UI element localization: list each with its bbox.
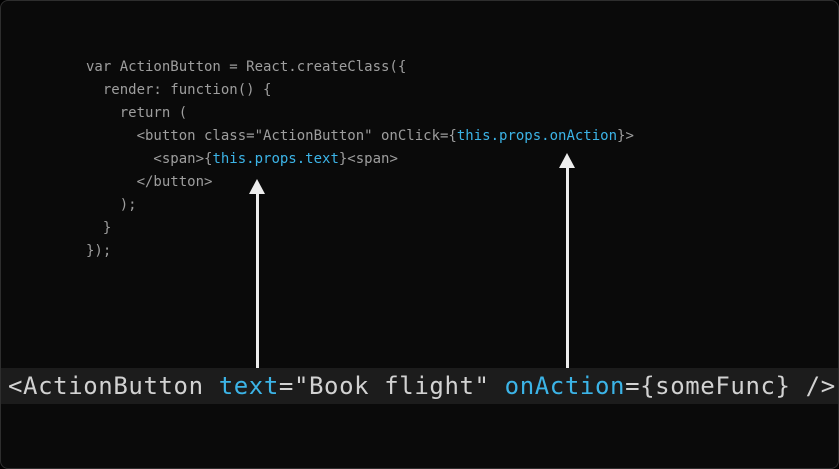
usage-bar: <ActionButton text="Book flight" onActio… (1, 368, 838, 404)
code-block: var ActionButton = React.createClass({ r… (86, 56, 634, 263)
arrow-shaft (255, 192, 259, 368)
code-token: } (86, 220, 112, 236)
code-token: }> (617, 128, 634, 144)
arrow-head-icon (559, 153, 575, 168)
highlighted-token: this.props.onAction (456, 128, 618, 144)
code-token: }<span> (338, 151, 398, 167)
code-token: ={someFunc} /> (625, 372, 836, 400)
arrow-to-text-prop-icon (249, 179, 265, 368)
code-token: var ActionButton = React.createClass({ (86, 59, 407, 75)
code-line: ); (86, 194, 634, 217)
code-line: <button class="ActionButton" onClick={th… (86, 125, 634, 148)
code-line: var ActionButton = React.createClass({ (86, 56, 634, 79)
code-line: render: function() { (86, 79, 634, 102)
arrow-head-icon (249, 179, 265, 194)
code-token: ="Book flight" (278, 372, 505, 400)
highlighted-token: text (218, 372, 279, 400)
code-line: }); (86, 240, 634, 263)
code-token: <ActionButton (8, 372, 219, 400)
code-token: }); (86, 243, 112, 259)
code-line: </button> (86, 171, 634, 194)
highlighted-token: onAction (504, 372, 626, 400)
code-token: </button> (86, 174, 213, 190)
code-token: ); (86, 197, 137, 213)
code-token: <span>{ (86, 151, 213, 167)
arrow-to-onaction-prop-icon (559, 153, 575, 368)
arrow-shaft (565, 166, 569, 368)
code-token: <button class="ActionButton" onClick={ (86, 128, 457, 144)
code-line: } (86, 217, 634, 240)
usage-line: <ActionButton text="Book flight" onActio… (1, 372, 836, 400)
code-line: return ( (86, 102, 634, 125)
code-line: <span>{this.props.text}<span> (86, 148, 634, 171)
code-token: render: function() { (86, 82, 272, 98)
code-token: return ( (86, 105, 188, 121)
highlighted-token: this.props.text (212, 151, 339, 167)
